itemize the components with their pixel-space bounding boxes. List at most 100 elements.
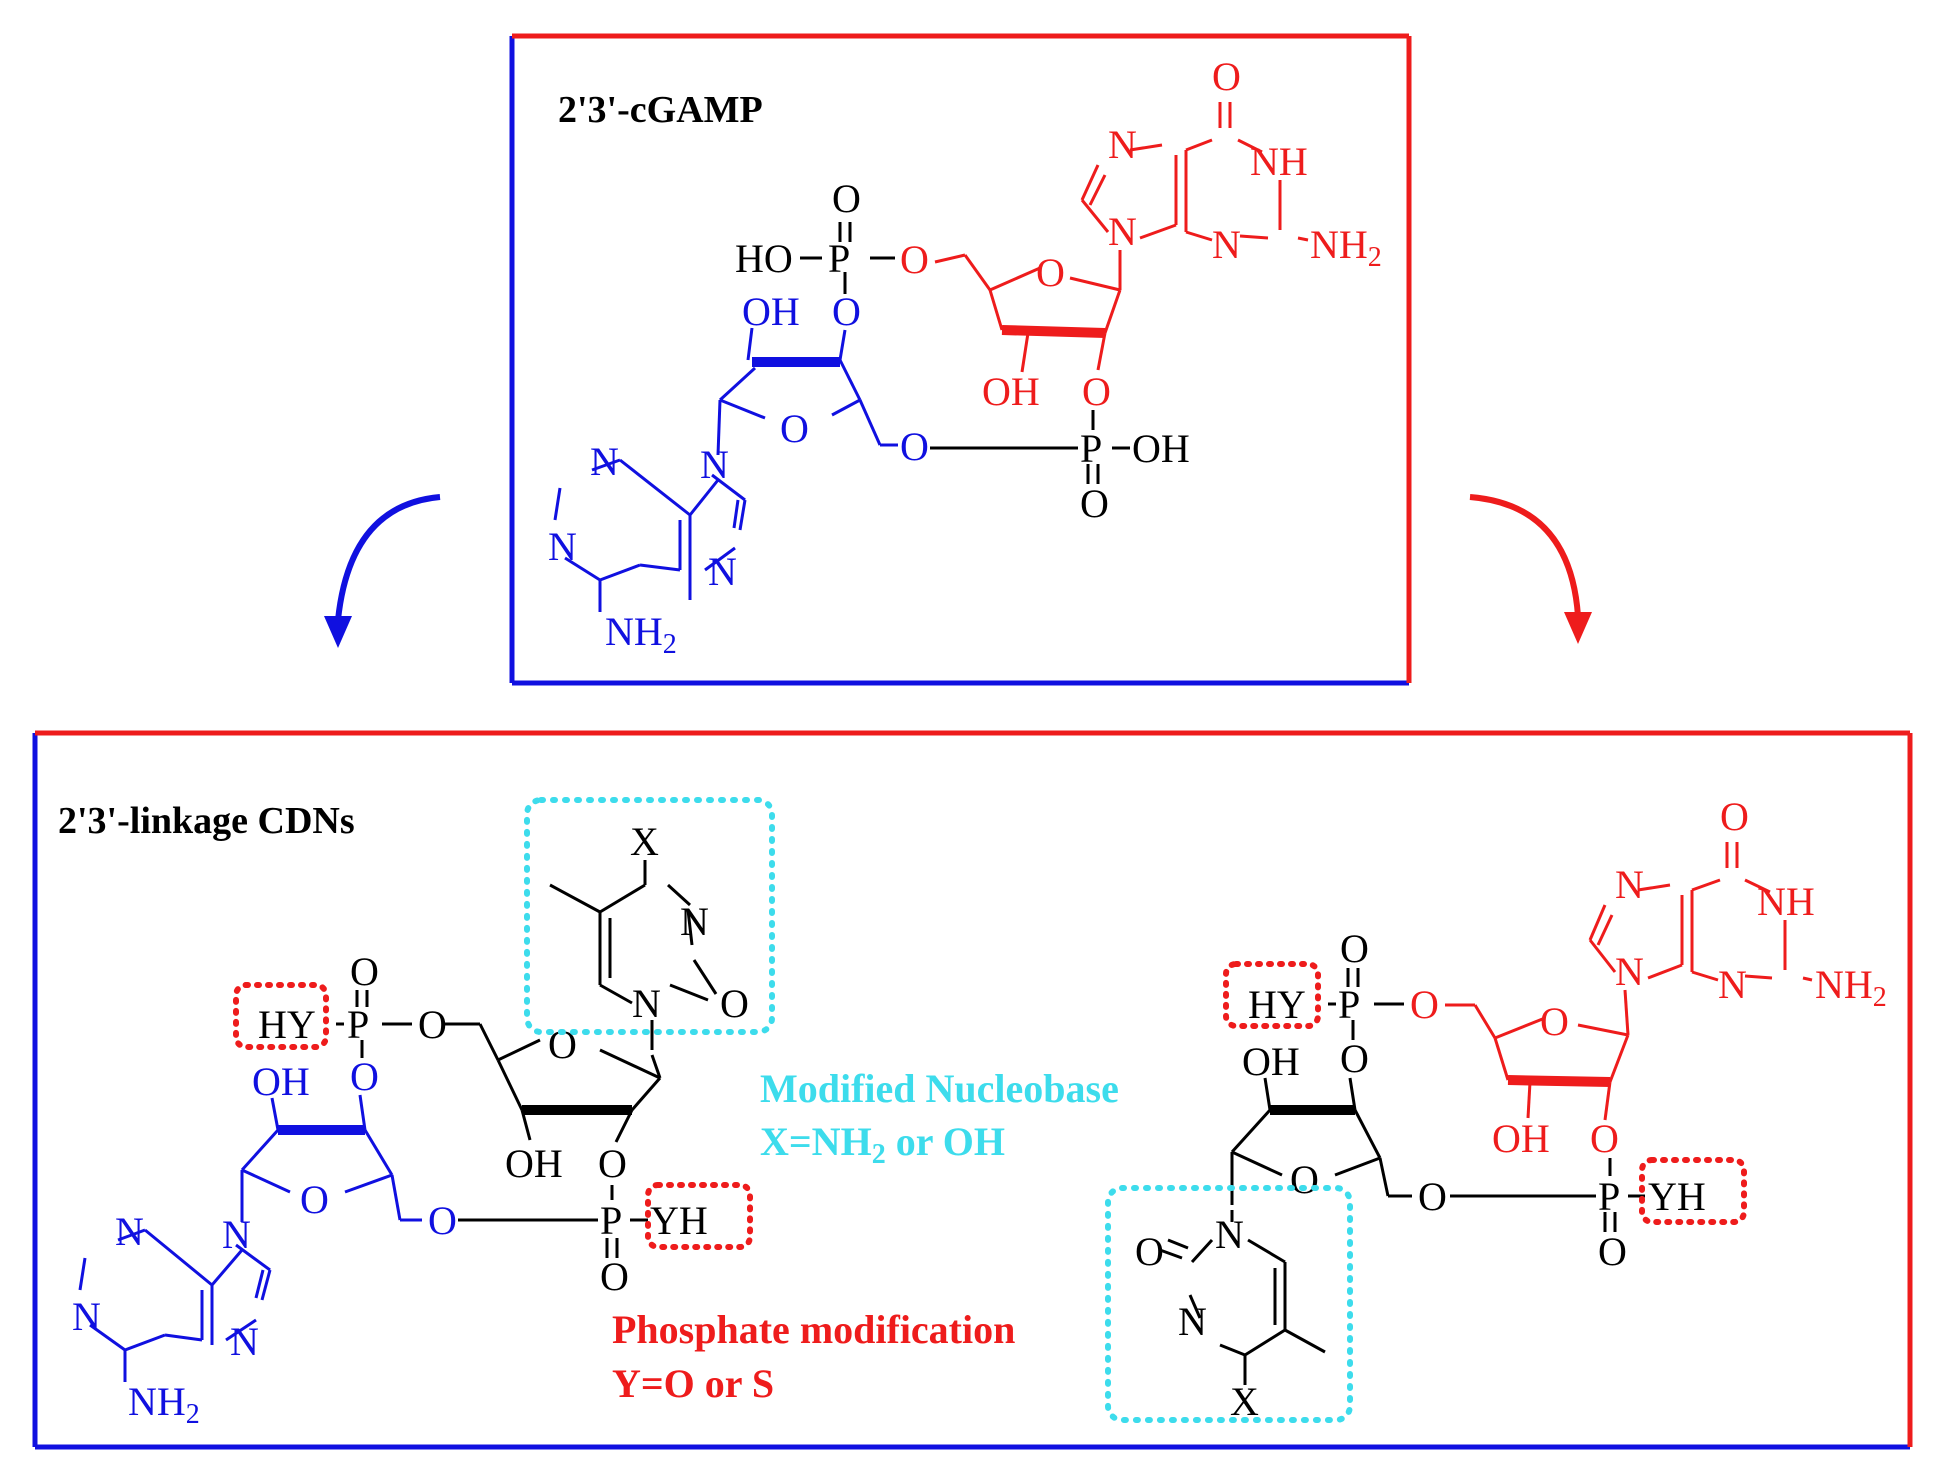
top-guanine-base — [1080, 102, 1309, 242]
top-adenine-n7: N — [708, 549, 737, 594]
right-phosphate-2-o-double: O — [1598, 1229, 1627, 1274]
left-ribose-blue-o5: O — [428, 1198, 457, 1243]
phosphate-note-title: Phosphate modification — [612, 1307, 1015, 1352]
right-ribose-red-o2: O — [1590, 1116, 1619, 1161]
left-phosphate-2-bonds — [458, 1185, 648, 1258]
right-phosphate-1-o-bridge: O — [1340, 1036, 1369, 1081]
highlight-boxes — [233, 797, 1747, 1423]
top-ribose-blue-oh: OH — [742, 289, 800, 334]
right-ribose-red — [1445, 989, 1630, 1121]
right-ribose-black-o5: O — [1418, 1174, 1447, 1219]
top-guanine-n3: N — [1212, 222, 1241, 267]
top-phosphate-1-o-bridge: O — [832, 289, 861, 334]
left-phosphate-2-o-double: O — [600, 1254, 629, 1299]
left-ribose-black — [445, 1022, 662, 1143]
right-guanine-nh2: NH2 — [1815, 962, 1887, 1013]
top-ribose-red-o5: O — [900, 237, 929, 282]
left-ribose-black-oh: OH — [505, 1141, 563, 1186]
right-ribose-red-o: O — [1540, 999, 1569, 1044]
left-ribose-black-o2: O — [598, 1141, 627, 1186]
phosphate-highlight-right-yh — [1639, 1157, 1747, 1225]
left-pyrimidine-n3: N — [680, 899, 709, 944]
left-pyrimidine-base — [549, 860, 718, 1050]
right-phosphate-2-bonds — [1450, 1158, 1645, 1232]
blue-curved-arrow — [324, 494, 441, 648]
right-pyrimidine-x: X — [1230, 1379, 1259, 1424]
right-phosphate-1-bonds — [1328, 968, 1404, 1040]
top-adenine-nh2: NH2 — [605, 609, 677, 660]
left-adenine-n9: N — [222, 1212, 251, 1257]
top-panel-title: 2'3'-cGAMP — [558, 89, 763, 131]
right-ribose-red-o5: O — [1410, 982, 1439, 1027]
right-ribose-black — [1230, 1077, 1412, 1205]
left-adenine-n1: N — [115, 1209, 144, 1254]
phosphate-highlight-left-hy — [233, 982, 329, 1050]
top-adenine-n9: N — [700, 442, 729, 487]
right-phosphate-1-p: P — [1338, 982, 1360, 1027]
left-pyrimidine-o: O — [720, 981, 749, 1026]
right-phosphate-2-yh: YH — [1648, 1174, 1706, 1219]
top-phosphate-1-ho: HO — [735, 236, 793, 281]
left-ribose-blue-oh: OH — [252, 1059, 310, 1104]
right-ribose-black-oh: OH — [1242, 1039, 1300, 1084]
left-pyrimidine-n1: N — [632, 981, 661, 1026]
right-phosphate-1-hy: HY — [1248, 982, 1306, 1027]
right-pyrimidine-n1: N — [1215, 1212, 1244, 1257]
left-phosphate-1-p: P — [347, 1002, 369, 1047]
top-ribose-red-o2: O — [1082, 369, 1111, 414]
top-phosphate-1-p: P — [828, 236, 850, 281]
top-guanine-n9: N — [1108, 209, 1137, 254]
top-phosphate-2-p: P — [1080, 426, 1102, 471]
left-phosphate-2-yh: YH — [650, 1198, 708, 1243]
bottom-right-cdn-molecule: O N NH N N NH2 O O OH O O — [1135, 794, 1887, 1424]
left-adenine-n3: N — [72, 1294, 101, 1339]
top-phosphate-1-o-double: O — [832, 176, 861, 221]
left-adenine-n7: N — [230, 1319, 259, 1364]
phosphate-note-formula: Y=O or S — [612, 1361, 774, 1406]
top-adenine-n3: N — [548, 524, 577, 569]
top-adenine-n1: N — [590, 439, 619, 484]
left-phosphate-1-hy: HY — [258, 1002, 316, 1047]
bottom-panel-title: 2'3'-linkage CDNs — [58, 800, 355, 842]
top-ribose-blue — [716, 327, 898, 456]
left-ribose-blue-o: O — [300, 1177, 329, 1222]
top-guanine-n7: N — [1108, 122, 1137, 167]
top-panel-frame — [509, 33, 1412, 686]
top-guanine-o: O — [1212, 54, 1241, 99]
top-phosphate-2-o-double: O — [1080, 481, 1109, 526]
right-pyrimidine-n3: N — [1178, 1299, 1207, 1344]
right-guanine-n9: N — [1615, 949, 1644, 994]
top-ribose-red-o: O — [1036, 250, 1065, 295]
top-phosphate-2-bonds — [930, 410, 1130, 484]
red-curved-arrow — [1469, 494, 1592, 644]
nucleobase-highlight-right — [1105, 1185, 1353, 1423]
top-ribose-blue-o: O — [780, 406, 809, 451]
nucleobase-note-title: Modified Nucleobase — [760, 1066, 1119, 1111]
top-ribose-red-bold — [1001, 325, 1106, 338]
left-phosphate-2-p: P — [600, 1198, 622, 1243]
left-phosphate-1-bonds — [336, 990, 412, 1058]
right-phosphate-2-p: P — [1598, 1174, 1620, 1219]
right-guanine-nh: NH — [1757, 879, 1815, 924]
left-ribose-blue — [240, 1094, 422, 1222]
right-ribose-red-oh: OH — [1492, 1116, 1550, 1161]
top-ribose-blue-o5: O — [900, 424, 929, 469]
top-ribose-red-oh: OH — [982, 369, 1040, 414]
right-guanine-n7: N — [1615, 862, 1644, 907]
phosphate-highlight-left-yh — [645, 1182, 753, 1250]
top-guanine-nh: NH — [1250, 139, 1308, 184]
phosphate-highlight-right-hy — [1223, 961, 1321, 1029]
left-ribose-black-o: O — [548, 1022, 577, 1067]
left-ribose-black-o5: O — [418, 1002, 447, 1047]
right-phosphate-1-o-double: O — [1340, 926, 1369, 971]
right-pyrimidine-base — [1159, 1210, 1326, 1385]
nucleobase-note-formula: X=NH2 or OH — [760, 1119, 1005, 1170]
right-guanine-o: O — [1720, 794, 1749, 839]
left-phosphate-1-o-bridge: O — [350, 1054, 379, 1099]
right-ribose-black-o: O — [1290, 1157, 1319, 1202]
right-guanine-base — [1588, 842, 1813, 982]
right-ribose-red-bold — [1507, 1075, 1611, 1087]
left-adenine-base — [78, 1228, 272, 1382]
left-adenine-nh2: NH2 — [128, 1379, 200, 1430]
